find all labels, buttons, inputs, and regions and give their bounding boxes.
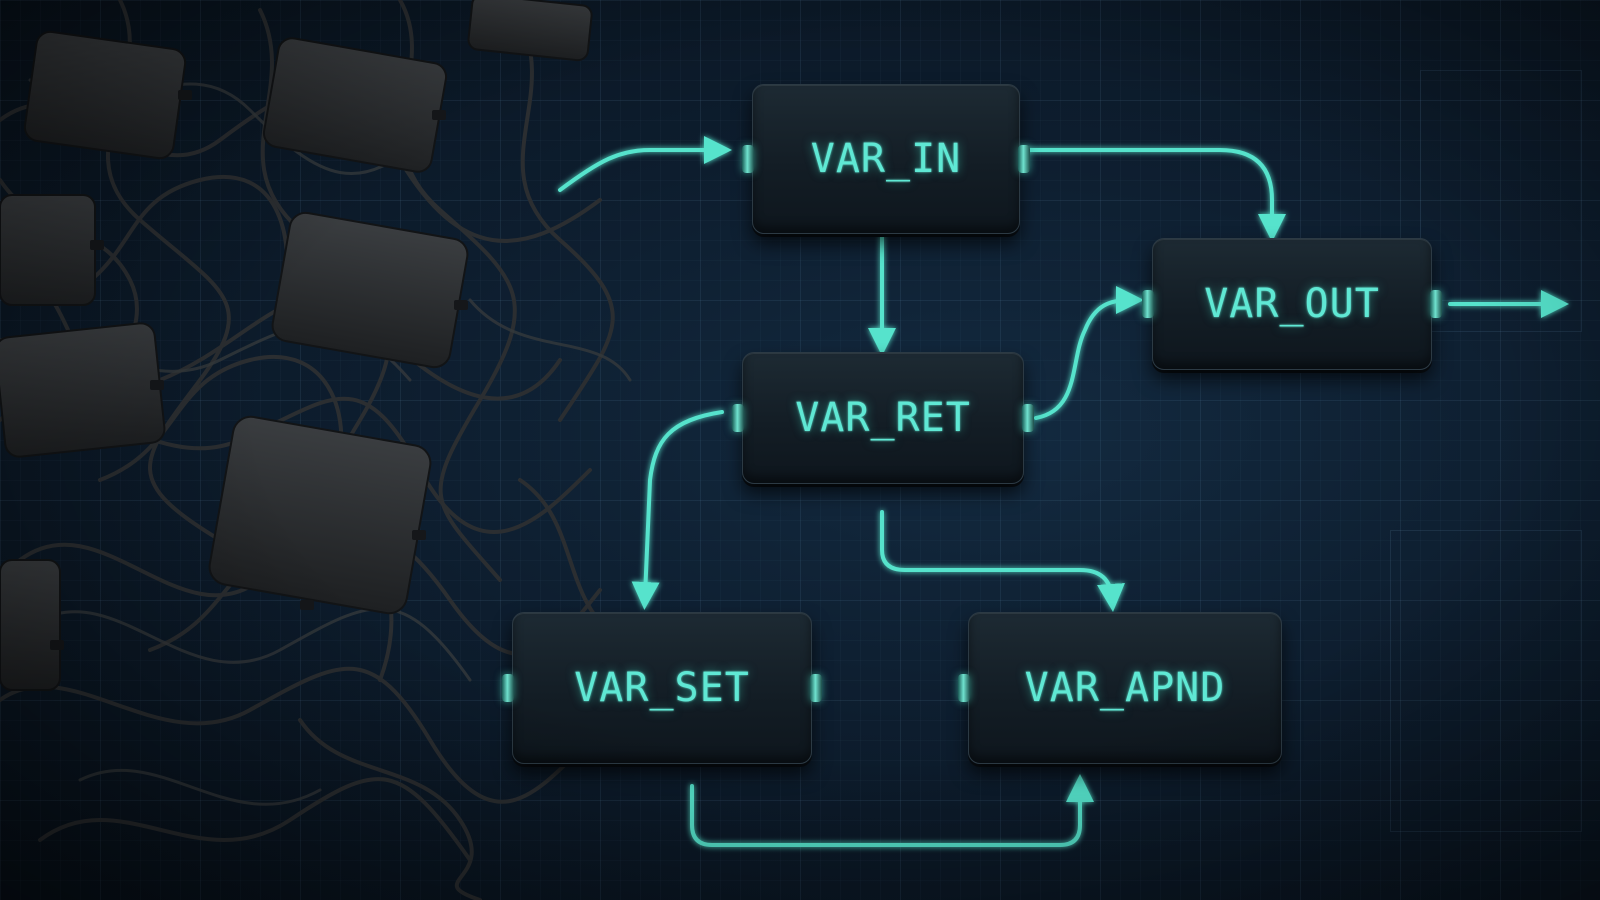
node-label: VAR_RET [795, 395, 971, 441]
edge-var-ret-var-set [631, 410, 724, 610]
input-port[interactable] [502, 674, 514, 702]
edge-var-ret-var-out [1034, 286, 1144, 420]
schematic-panel-lower [1390, 530, 1582, 832]
node-label: VAR_APND [1024, 665, 1226, 711]
schematic-panel-upper [1420, 70, 1582, 332]
edge-var-in-var-out [1018, 148, 1286, 242]
input-port[interactable] [742, 145, 754, 173]
node-label: VAR_SET [574, 665, 750, 711]
node-var-in[interactable]: VAR_IN [742, 84, 1030, 234]
input-port[interactable] [958, 674, 970, 702]
edge-var-set-var-apnd [690, 774, 1094, 847]
node-var-ret[interactable]: VAR_RET [732, 352, 1034, 484]
edge-var-ret-var-apnd [880, 510, 1125, 612]
node-label: VAR_OUT [1204, 281, 1380, 327]
output-port[interactable] [810, 674, 822, 702]
node-var-apnd[interactable]: VAR_APND [958, 612, 1282, 764]
input-port[interactable] [1142, 290, 1154, 318]
node-var-out[interactable]: VAR_OUT [1142, 238, 1442, 370]
output-port[interactable] [1022, 404, 1034, 432]
input-port[interactable] [732, 404, 744, 432]
output-port[interactable] [1430, 290, 1442, 318]
output-port[interactable] [1018, 145, 1030, 173]
edge-input-var-in [558, 136, 732, 192]
node-label: VAR_IN [810, 136, 962, 182]
node-var-set[interactable]: VAR_SET [502, 612, 822, 764]
tangled-modules [0, 0, 632, 900]
